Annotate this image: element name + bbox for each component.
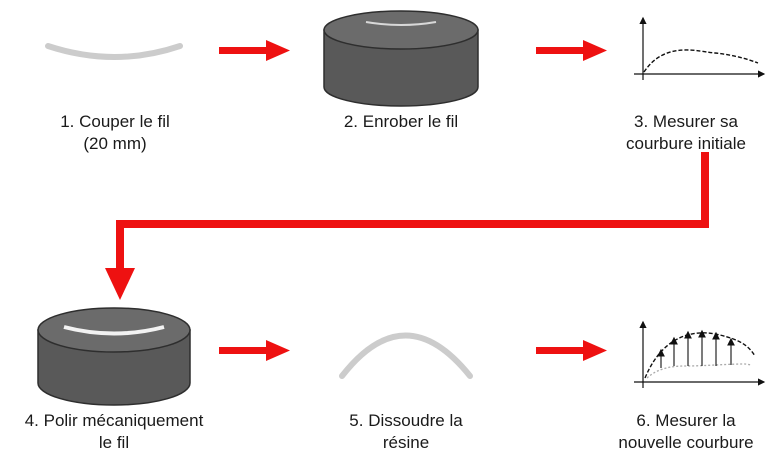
resin-puck-step4 (37, 307, 191, 406)
graph-new-curvature (634, 320, 766, 388)
arrow-4-to-5 (219, 340, 290, 361)
arrow-3-to-4 (105, 152, 709, 300)
caption-step1: 1. Couper le fil (20 mm) (25, 111, 205, 155)
arrow-5-to-6 (536, 340, 607, 361)
caption-step2-line1: 2. Enrober le fil (343, 112, 459, 131)
caption-step5-line2: résine (382, 433, 430, 452)
caption-step4-line1: 4. Polir mécaniquement (24, 411, 204, 430)
caption-step1-line1: 1. Couper le fil (60, 112, 170, 131)
arrow-2-to-3 (536, 40, 607, 61)
caption-step5-line1: 5. Dissoudre la (349, 411, 463, 430)
caption-step3-line2: courbure initiale (625, 134, 746, 153)
caption-step3-line1: 3. Mesurer sa (634, 112, 738, 131)
caption-step6: 6. Mesurer la nouvelle courbure (596, 410, 776, 454)
caption-step4: 4. Polir mécaniquement le fil (4, 410, 224, 454)
caption-step1-line2: (20 mm) (83, 134, 147, 153)
caption-step6-line1: 6. Mesurer la (636, 411, 736, 430)
resin-puck-step2 (323, 10, 479, 107)
arrow-1-to-2 (219, 40, 290, 61)
caption-step3: 3. Mesurer sa courbure initiale (596, 111, 776, 155)
wire-step1 (45, 43, 183, 60)
caption-step2: 2. Enrober le fil (311, 111, 491, 133)
wire-step5 (339, 332, 473, 379)
caption-step4-line2: le fil (98, 433, 130, 452)
caption-step5: 5. Dissoudre la résine (316, 410, 496, 454)
graph-initial-curvature (634, 16, 766, 80)
caption-step6-line2: nouvelle courbure (618, 433, 754, 452)
